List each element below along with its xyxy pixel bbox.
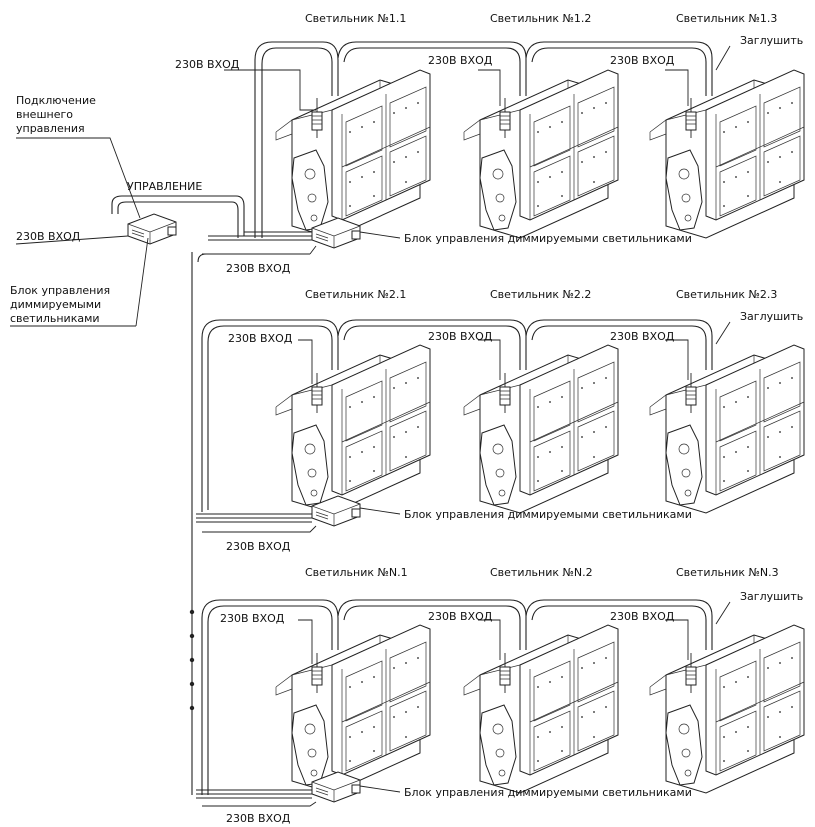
input-230v-label: 230В ВХОД <box>428 610 493 623</box>
fixture-n-2-label: Светильник №N.2 <box>490 566 593 579</box>
fixture-2-2-label: Светильник №2.2 <box>490 288 591 301</box>
fixture-2-3-label: Светильник №2.3 <box>676 288 777 301</box>
master-control-unit: Подключение внешнего управления УПРАВЛЕН… <box>10 94 245 327</box>
fixture-n-1-label: Светильник №N.1 <box>305 566 408 579</box>
fixture-2-1-label: Светильник №2.1 <box>305 288 406 301</box>
plug-label: Заглушить <box>740 34 803 47</box>
master-block-line-2: диммируемыми <box>10 298 101 311</box>
control-label: УПРАВЛЕНИЕ <box>127 180 202 193</box>
input-230v-label: 230В ВХОД <box>610 610 675 623</box>
plug-label: Заглушить <box>740 590 803 603</box>
master-input-230v-label: 230В ВХОД <box>16 230 81 243</box>
input-230v-label: 230В ВХОД <box>610 54 675 67</box>
fixture-1-3-label: Светильник №1.3 <box>676 12 777 25</box>
master-block-line-3: светильниками <box>10 312 100 325</box>
input-230v-label: 230В ВХОД <box>220 612 285 625</box>
continuation-dots <box>189 609 195 711</box>
control-block-label: Блок управления диммируемыми светильника… <box>404 786 692 799</box>
input-230v-label: 230В ВХОД <box>175 58 240 71</box>
fixture-n-3-label: Светильник №N.3 <box>676 566 779 579</box>
fixture-1-2-label: Светильник №1.2 <box>490 12 591 25</box>
input-230v-label: 230В ВХОД <box>428 54 493 67</box>
input-230v-label: 230В ВХОД <box>226 262 291 275</box>
master-block-line-1: Блок управления <box>10 284 110 297</box>
input-230v-label: 230В ВХОД <box>226 540 291 553</box>
input-230v-label: 230В ВХОД <box>610 330 675 343</box>
input-230v-label: 230В ВХОД <box>228 332 293 345</box>
external-control-line-2: внешнего <box>16 108 73 121</box>
plug-label: Заглушить <box>740 310 803 323</box>
control-block-label: Блок управления диммируемыми светильника… <box>404 232 692 245</box>
fixture-1-1-label: Светильник №1.1 <box>305 12 406 25</box>
control-block-label: Блок управления диммируемыми светильника… <box>404 508 692 521</box>
external-control-line-3: управления <box>16 122 85 135</box>
row-n: Светильник №N.1 Светильник №N.2 Светильн… <box>196 566 805 825</box>
external-control-line-1: Подключение <box>16 94 96 107</box>
row-2: Светильник №2.1 Светильник №2.2 Светильн… <box>196 288 805 553</box>
input-230v-label: 230В ВХОД <box>428 330 493 343</box>
row-1: Светильник №1.1 Светильник №1.2 Светильн… <box>175 12 805 275</box>
input-230v-label: 230В ВХОД <box>226 812 291 825</box>
